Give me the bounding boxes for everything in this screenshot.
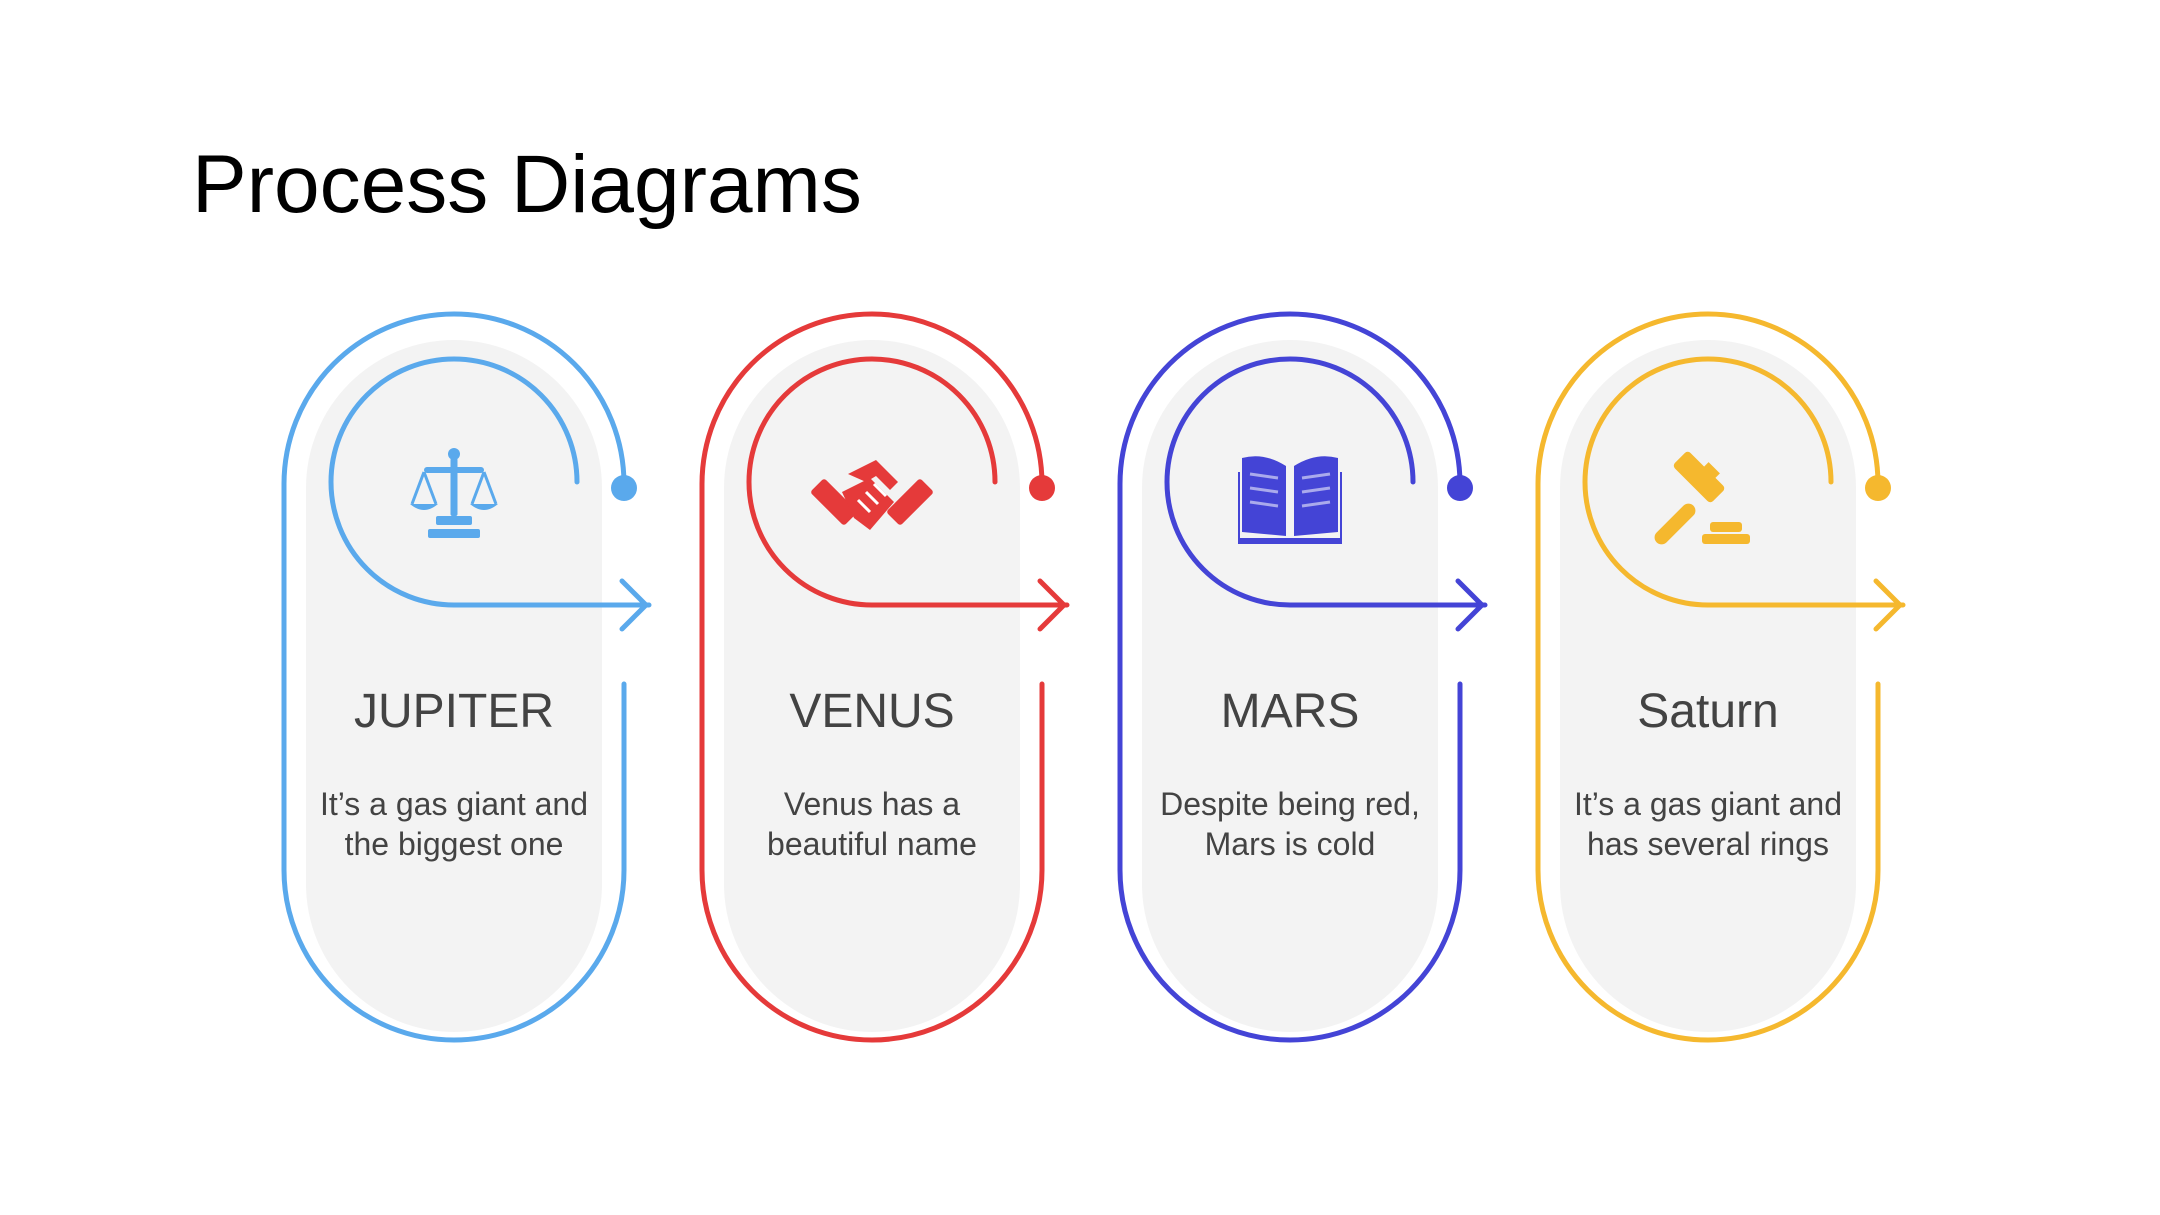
step-description: It’s a gas giant and the biggest one — [319, 786, 589, 862]
arrow-head-icon — [1455, 578, 1485, 632]
step-pill-background — [724, 340, 1020, 1032]
step-description: It’s a gas giant and has several rings — [1573, 786, 1843, 862]
step-graphic — [699, 311, 1070, 1043]
step-title: Saturn — [1637, 685, 1779, 738]
step-inner-arc — [328, 356, 652, 608]
arrow-head-icon — [1873, 578, 1903, 632]
step-inner-arc — [1582, 356, 1906, 608]
handshake-icon — [811, 460, 933, 530]
step-title: VENUS — [789, 685, 955, 738]
step-outer-outline — [281, 311, 627, 1043]
step-pill-background — [1560, 340, 1856, 1032]
step-inner-arc — [746, 356, 1070, 608]
arrow-head-icon — [619, 578, 649, 632]
step-title: MARS — [1220, 685, 1360, 738]
step-outer-outline — [1117, 311, 1463, 1043]
step-graphic — [1535, 311, 1906, 1043]
book-icon — [1238, 456, 1342, 544]
step-connector-dot — [1865, 475, 1891, 501]
step-outer-outline — [699, 311, 1045, 1043]
page-title: Process Diagrams — [192, 139, 862, 230]
step-connector-dot — [611, 475, 637, 501]
gavel-icon — [1654, 451, 1750, 545]
step-inner-arc — [1164, 356, 1488, 608]
step-graphic — [1117, 311, 1488, 1043]
process-step-1: JUPITER It’s a gas giant and the biggest … — [281, 0, 704, 1215]
step-pill-background — [1142, 340, 1438, 1032]
step-graphic — [281, 311, 652, 1043]
step-connector-dot — [1029, 475, 1055, 501]
scales-icon — [410, 448, 498, 538]
step-pill-background — [306, 340, 602, 1032]
step-title: JUPITER — [353, 685, 554, 738]
arrow-head-icon — [1037, 578, 1067, 632]
process-step-3: MARS Despite being red, Mars is cold — [1117, 0, 1540, 1215]
process-step-2: VENUS Venus has a beautiful name — [699, 0, 1122, 1215]
step-description: Despite being red, Mars is cold — [1160, 786, 1420, 862]
step-connector-dot — [1447, 475, 1473, 501]
step-outer-outline — [1535, 311, 1881, 1043]
step-description: Venus has a beautiful name — [767, 786, 977, 862]
